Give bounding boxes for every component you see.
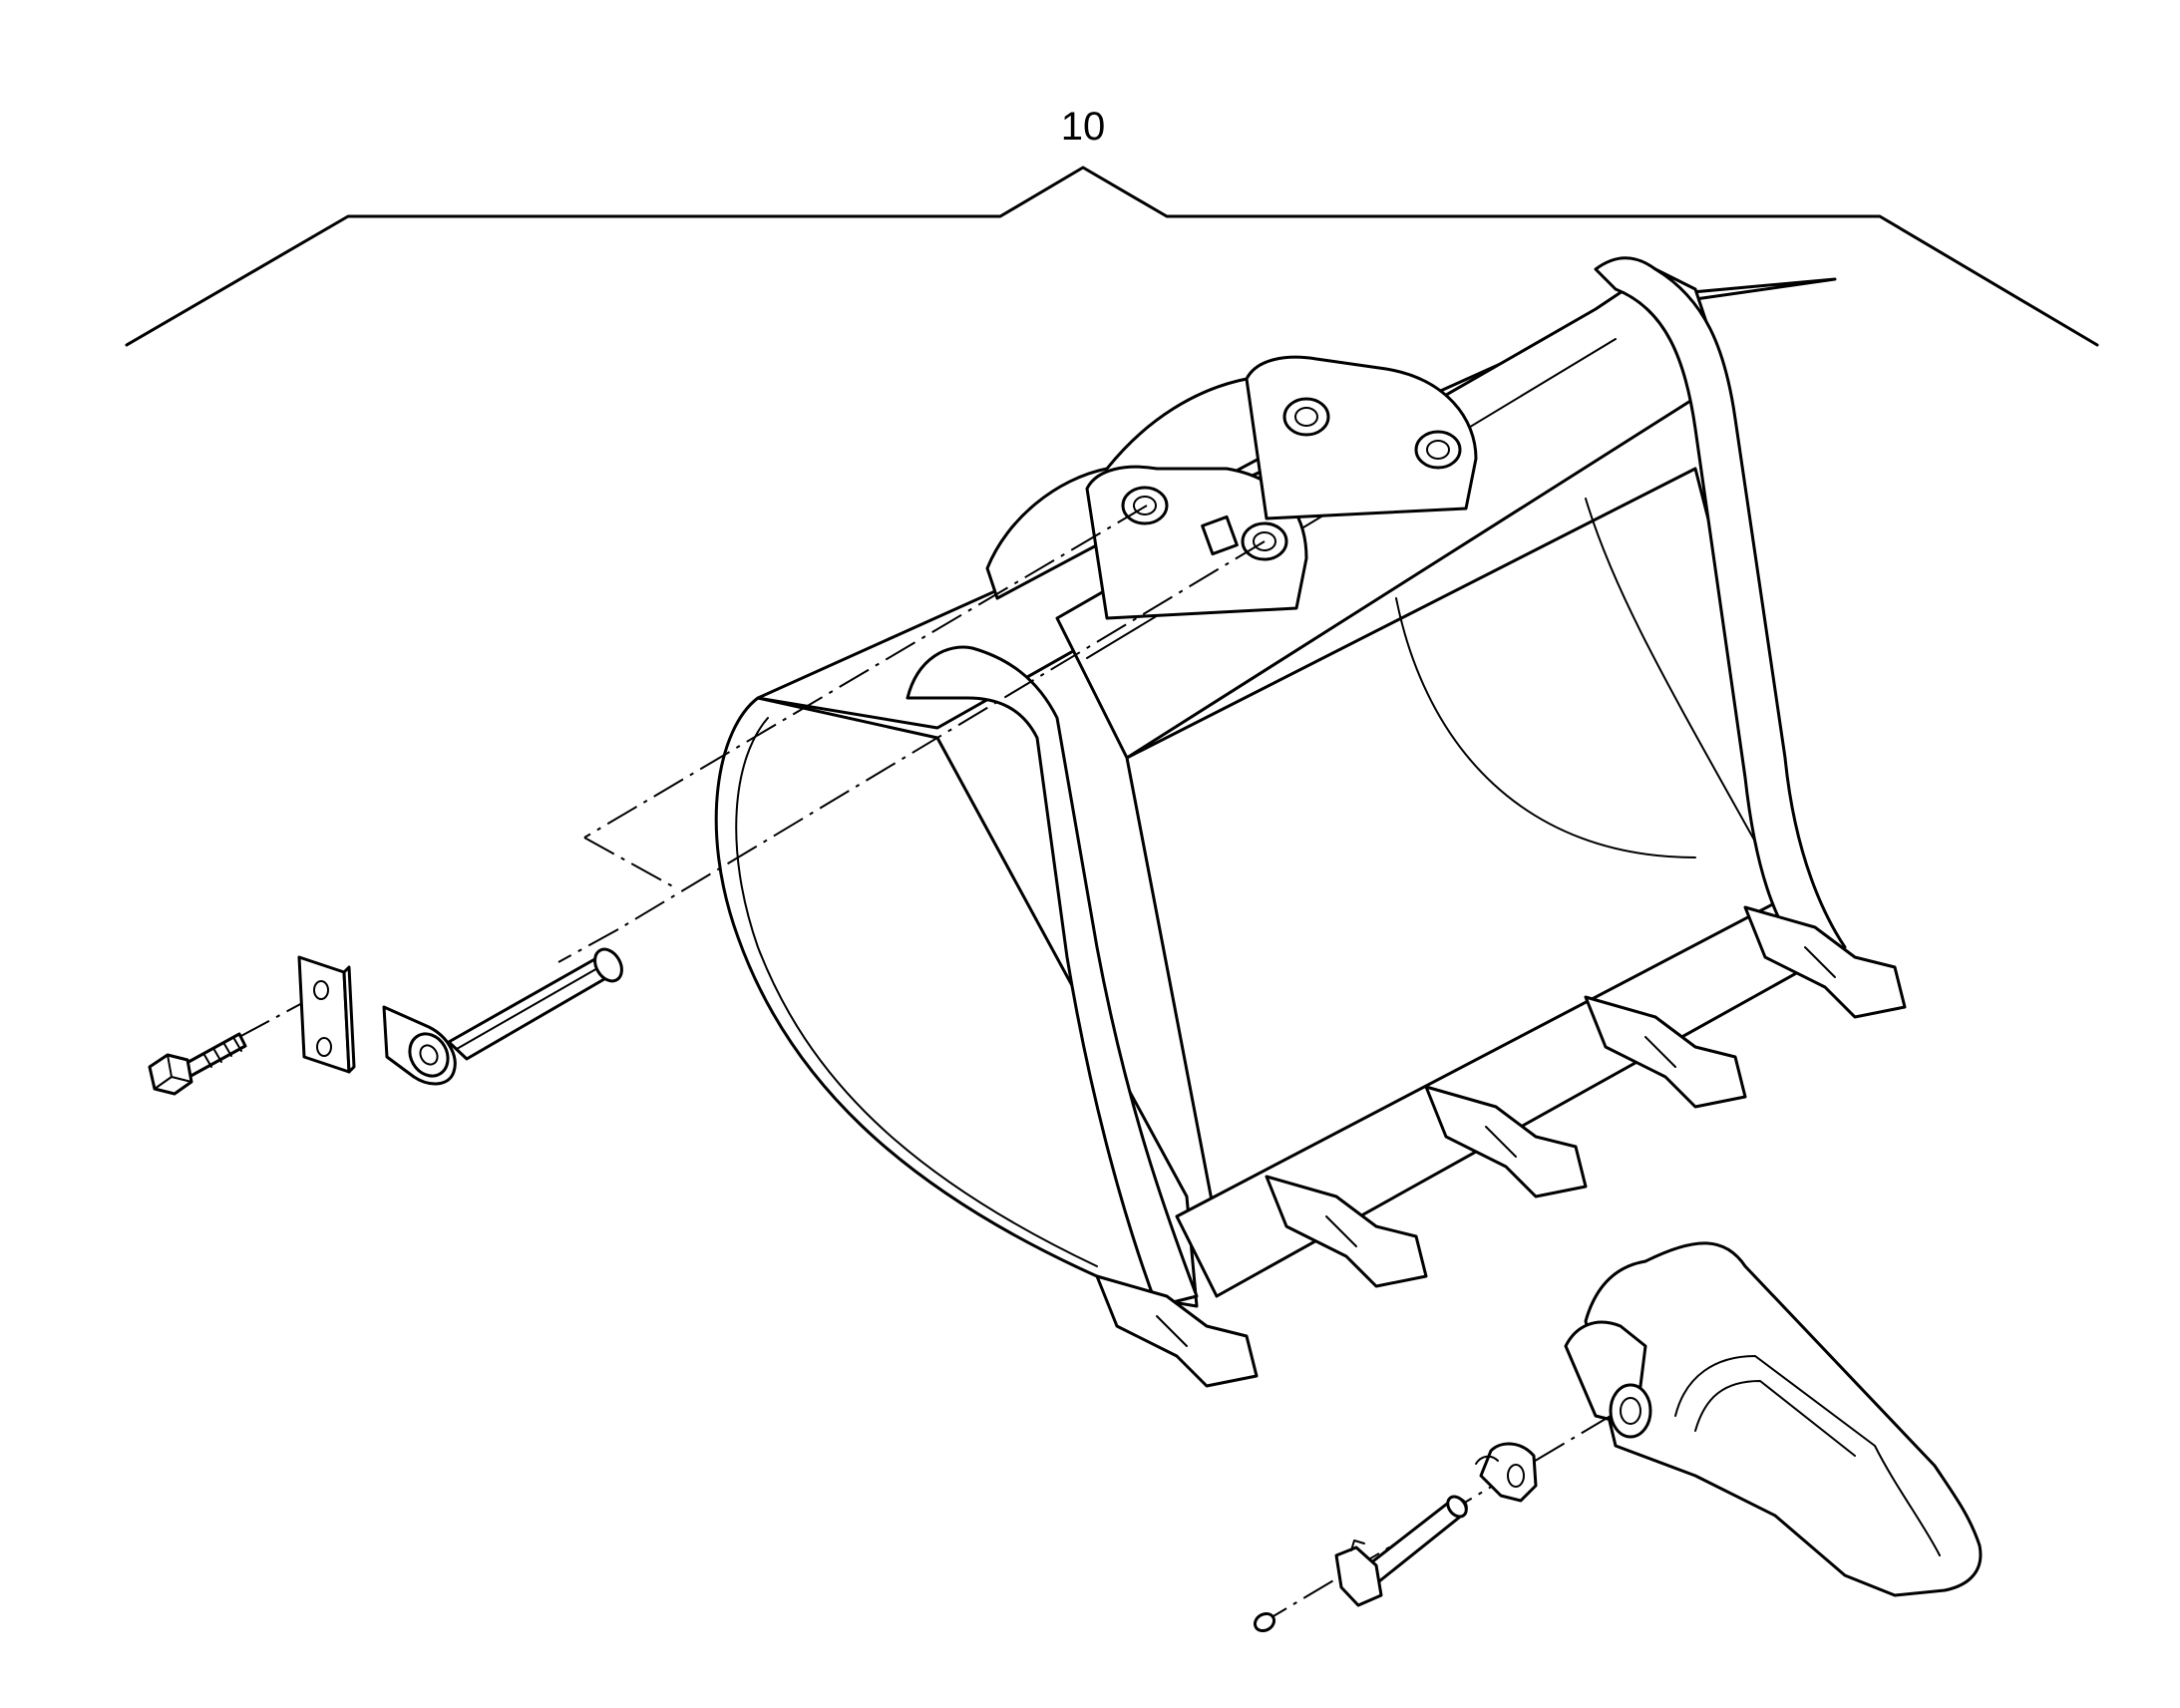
centerline-connector: [583, 837, 679, 890]
centerline-hinge-upper: [583, 505, 1148, 839]
bucket-side-plate-left: [906, 645, 1199, 1308]
bucket-tooth-1[interactable]: [1095, 1274, 1259, 1388]
tooth-retainer[interactable]: [1475, 1442, 1538, 1503]
bucket-shell-inner-edge: [735, 717, 1098, 1267]
hinge-bore-3[interactable]: [1282, 397, 1330, 437]
hinge-retainer-block: [1201, 514, 1239, 556]
bucket[interactable]: [714, 256, 1907, 1388]
centerline-pin: [557, 928, 619, 963]
bucket-tooth-4[interactable]: [1584, 995, 1747, 1109]
hinge-bore-3-inner: [1294, 407, 1318, 427]
centerline-tooth: [1266, 1415, 1612, 1621]
bucket-inner-curve: [1585, 498, 1776, 878]
bucket-tooth-detail[interactable]: [1564, 1241, 1983, 1597]
bucket-tooth-3[interactable]: [1424, 1085, 1588, 1198]
bucket-tooth-5[interactable]: [1743, 905, 1907, 1019]
hinge-bore-1-inner: [1133, 496, 1157, 515]
centerline-hinge-lower: [617, 540, 1266, 930]
bucket-shell: [714, 696, 1199, 1308]
callout-label-10[interactable]: 10: [1061, 105, 1106, 149]
callout-bracket: [125, 166, 2099, 347]
centerline-bolt: [238, 1001, 305, 1038]
hinge-bore-4[interactable]: [1414, 430, 1462, 470]
hinge-bore-4-inner: [1426, 440, 1450, 460]
bucket-floor-curve: [1395, 597, 1696, 858]
hinge-bore-1[interactable]: [1121, 486, 1169, 525]
tooth-pin-lock[interactable]: [1252, 1610, 1276, 1634]
bucket-side-plate-right: [1594, 256, 1847, 959]
tooth-pin[interactable]: [1334, 1493, 1470, 1607]
lock-plate[interactable]: [297, 955, 356, 1074]
hinge-pin[interactable]: [382, 944, 627, 1086]
hinge-bore-2-inner: [1253, 531, 1276, 551]
hex-bolt[interactable]: [148, 1032, 247, 1096]
bucket-tooth-2[interactable]: [1265, 1175, 1428, 1288]
